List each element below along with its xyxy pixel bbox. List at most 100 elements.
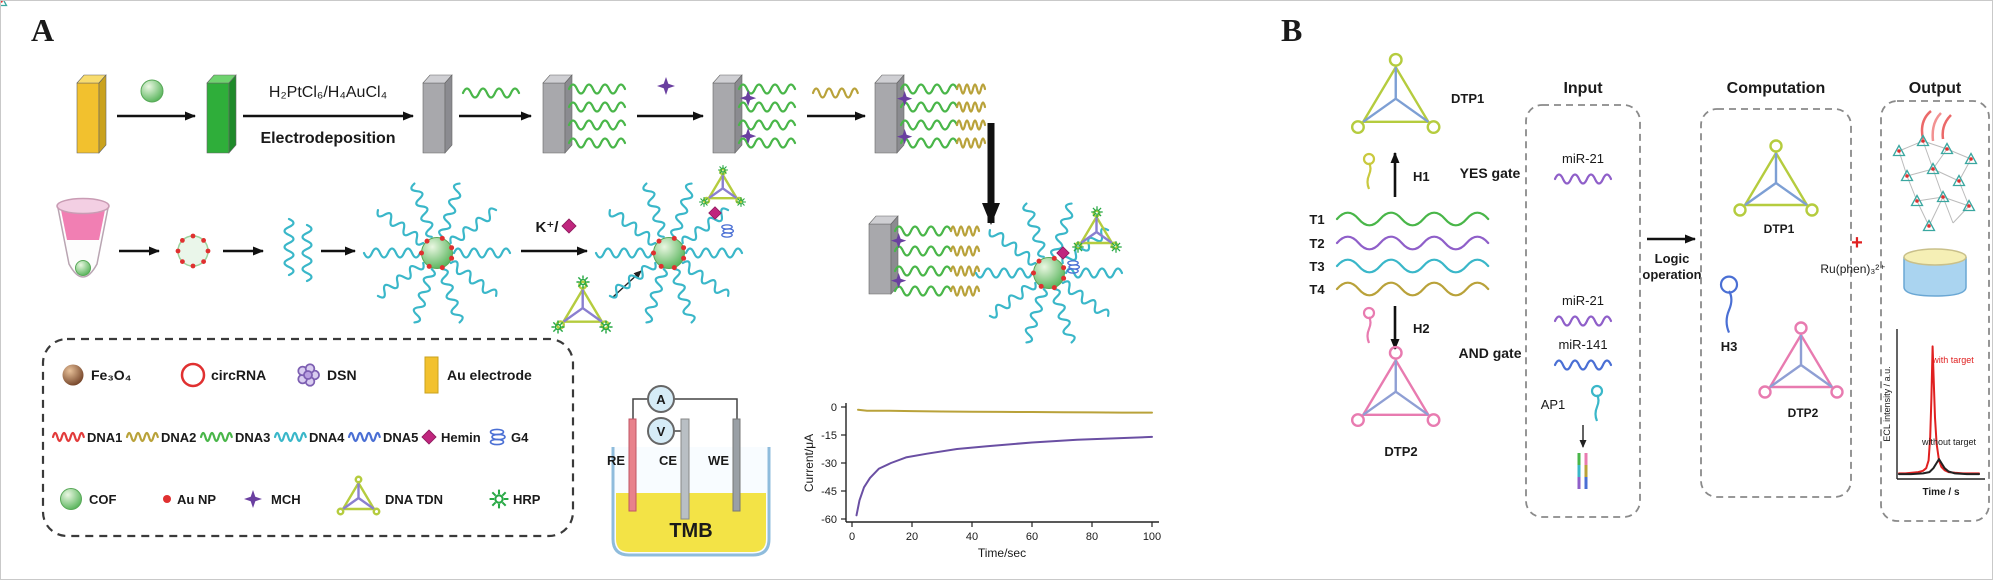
h2-label: H2: [1413, 321, 1430, 336]
legend-label: circRNA: [211, 367, 266, 383]
output-header: Output: [1909, 80, 1962, 97]
y-axis-label: Current/μA: [802, 434, 816, 492]
dtp1-tetrahedron-icon: [1350, 52, 1441, 135]
background-curve: [857, 408, 1153, 414]
reaction-label: H₂PtCl₆/H₄AuCl₄: [269, 84, 387, 101]
t2-strand-icon: [1337, 237, 1488, 250]
x-tick-label: 60: [1026, 531, 1038, 543]
comp-dtp1-label: DTP1: [1764, 222, 1795, 236]
h2-hairpin-icon: [1362, 306, 1376, 345]
hemin-diamond-icon: [421, 429, 437, 445]
panel-b-label: B: [1281, 12, 1302, 48]
ap1-label: AP1: [1541, 397, 1566, 412]
electrochemical-cell: A V RE CE WE TMB: [607, 385, 771, 557]
dna4-squiggle-icon: [274, 431, 307, 443]
cof-aunp-sphere-icon: [175, 233, 211, 269]
dtp2-tetrahedron-icon: [1758, 321, 1844, 399]
x-ticks: 0 20 40 60 80 100: [849, 522, 1161, 543]
fe3o4-sphere-icon: [62, 364, 84, 386]
output-box: [1880, 100, 1990, 522]
mch-star-icon: [657, 77, 675, 95]
hemin-diamond-icon: [561, 218, 577, 234]
mch-star-icon: [740, 128, 757, 145]
x-tick-label: 0: [849, 531, 855, 543]
ap1-hairpin-icon: [1590, 384, 1604, 423]
ptau-electrode-icon: [422, 74, 453, 154]
electrode-with-dna-icon: [542, 74, 573, 154]
y-tick-label: -45: [821, 486, 837, 498]
legend-box: [41, 337, 575, 538]
dtp2-tetrahedron-icon: [1350, 345, 1441, 428]
circrna-ring-icon: [180, 362, 206, 388]
modified-electrode-icon: [874, 74, 905, 154]
input-box: [1525, 104, 1641, 518]
legend-label: COF: [89, 492, 117, 507]
legend-label: DSN: [327, 367, 357, 383]
t3-strand-icon: [1337, 260, 1488, 273]
legend-label: Fe₃O₄: [91, 367, 131, 383]
ecl-flame-icon: [1920, 110, 1952, 142]
response-curve: [855, 435, 1153, 517]
working-electrode-rod: [732, 418, 741, 512]
cof-sphere-icon: [60, 488, 82, 510]
h1-hairpin-icon: [1362, 152, 1376, 191]
dna-squiggle-icon: [811, 87, 859, 99]
x-tick-label: 20: [906, 531, 918, 543]
hrp-star-icon: [488, 488, 510, 510]
legend: Fe₃O₄ circRNA DSN Au electrode DNA1 DNA2…: [41, 337, 575, 538]
legend-label: DNA3: [235, 430, 270, 445]
final-assembly: [868, 202, 1122, 344]
y-ticks: 0 -15 -30 -45 -60: [821, 402, 846, 526]
dna-squiggle-icon: [461, 87, 521, 99]
voltmeter-label: V: [657, 424, 666, 439]
legend-label: G4: [511, 430, 529, 445]
voltmeter-icon: [647, 417, 675, 445]
legend-label: DNA2: [161, 430, 196, 445]
y-tick-label: -30: [821, 458, 837, 470]
x-tick-label: 40: [966, 531, 978, 543]
blocker-dna-tails: [955, 83, 987, 149]
ce-label: CE: [659, 453, 677, 468]
legend-label: DNA5: [383, 430, 418, 445]
legend-label: Au electrode: [447, 367, 532, 383]
computation-header: Computation: [1727, 80, 1826, 97]
dna2-squiggle-icon: [126, 431, 159, 443]
capture-dna-strands: [567, 83, 627, 149]
legend-label: Hemin: [441, 430, 481, 445]
cylinder-electrode-icon: [1903, 248, 1967, 297]
dna-tdn-icon: [337, 476, 380, 515]
g4-coil-icon: [489, 428, 506, 446]
dtp1-label: DTP1: [1451, 91, 1484, 106]
input-header: Input: [1563, 80, 1603, 97]
yes-gate-label: YES gate: [1460, 165, 1521, 181]
dna1-squiggle-icon: [52, 431, 85, 443]
au-electrode-icon: [76, 74, 107, 154]
modified-electrode-icon: [868, 215, 899, 295]
ecl-y-axis-label: ECL intensity / a.u.: [1882, 366, 1892, 441]
mir21-strand-icon: [1553, 173, 1613, 185]
h3-hairpin-icon: [1719, 274, 1739, 335]
without-target-label: without target: [1921, 437, 1977, 447]
y-tick-label: -15: [821, 430, 837, 442]
h1-label: H1: [1413, 169, 1430, 184]
ammeter-label: A: [656, 392, 666, 407]
with-target-label: with target: [1931, 355, 1974, 365]
t4-label: T4: [1309, 282, 1325, 297]
cof-electrode-icon: [206, 74, 237, 154]
panel-a: A H₂PtCl₆/H₄AuCl₄ Electrodeposition: [31, 12, 1161, 560]
x-tick-label: 100: [1143, 531, 1161, 543]
hrp-star-icon: [1090, 205, 1104, 219]
with-target-curve: [1898, 345, 1980, 475]
and-mir21-label: miR-21: [1562, 293, 1604, 308]
x-axis-label: Time/sec: [978, 546, 1026, 560]
computation-box: [1700, 108, 1852, 498]
t2-label: T2: [1309, 236, 1324, 251]
hedgehog-probe-assembled-icon: [596, 164, 747, 324]
dna-network-icon: [1, 1, 1978, 232]
tmb-solution: [616, 493, 766, 552]
t1-strand-icon: [1337, 213, 1488, 226]
cof-sphere-icon: [140, 79, 164, 103]
and-gate-label: AND gate: [1458, 345, 1521, 361]
t1-label: T1: [1309, 212, 1324, 227]
